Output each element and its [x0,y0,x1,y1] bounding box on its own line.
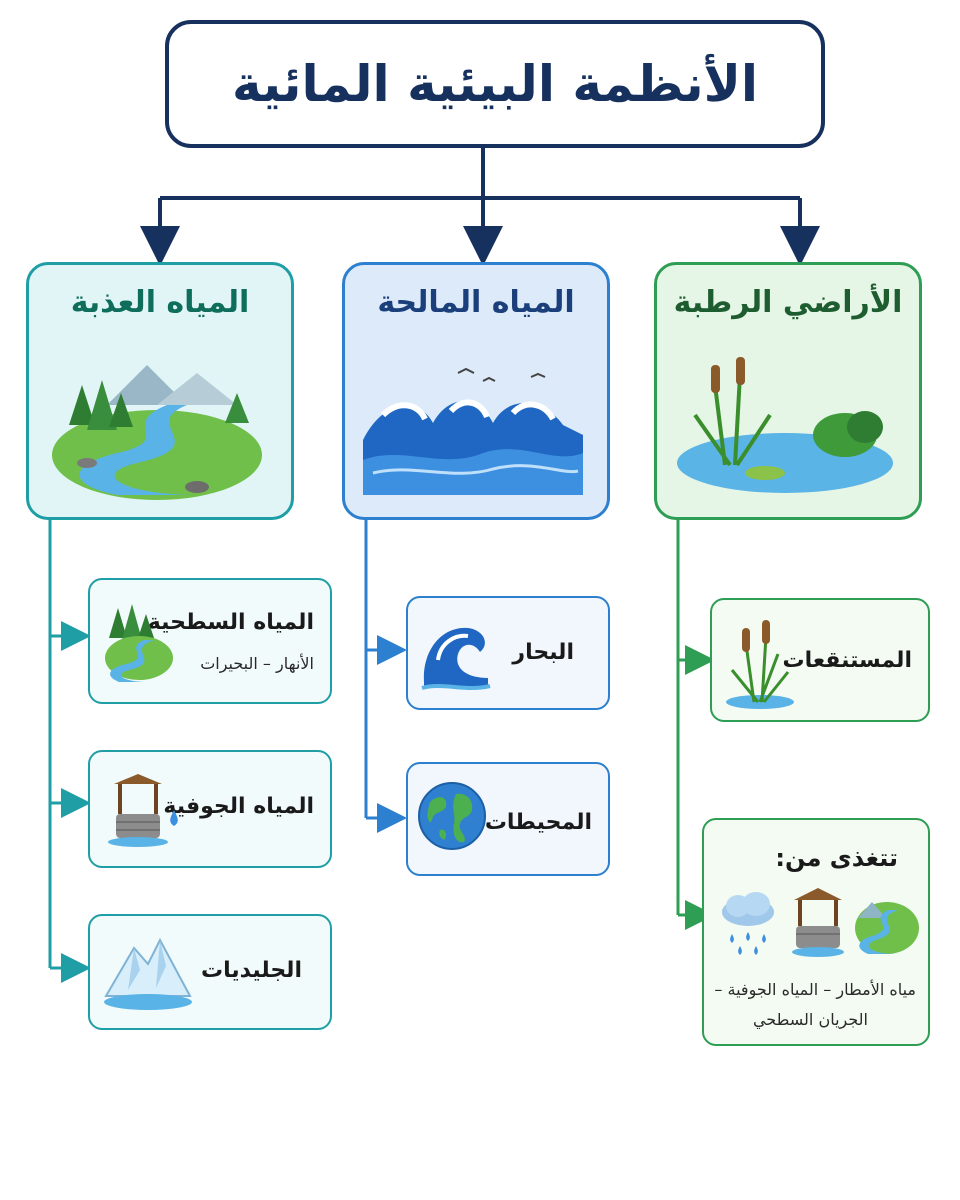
fresh-water-title: المياه العذبة [70,285,250,320]
wetlands-title: الأراضي الرطبة [673,285,903,320]
globe-icon [418,782,486,850]
reeds-icon [726,620,794,709]
swamps-label: المستنقعات [782,648,912,673]
well-icon [792,888,844,957]
seas-label: البحار [512,640,574,665]
sea-waves-icon [363,367,583,495]
fed-by-label: تتغذى من: [775,844,898,872]
wave-icon [421,627,491,690]
surface-water-sublabel: الأنهار – البحيرات [200,654,314,673]
groundwater-card: المياه الجوفية [88,750,332,868]
river-landscape-icon [52,365,262,500]
fed-by-sources-line2: الجريان السطحي [752,1010,868,1029]
salt-water-card: المياه المالحة [342,262,610,520]
fresh-water-card: المياه العذبة [26,262,294,520]
glaciers-label: الجليديات [201,958,302,983]
swamps-card: المستنقعات [710,598,930,722]
glaciers-card: الجليديات [88,914,332,1030]
salt-branch-lines [364,520,407,833]
oceans-card: المحيطات [406,762,610,876]
fed-by-card: تتغذى من: مياه الأمطار – المياه الجوفية … [702,818,930,1046]
well-icon [108,774,178,847]
rain-icon [722,892,774,955]
oceans-label: المحيطات [484,810,592,835]
title-box: الأنظمة البيئية المائية [165,20,825,148]
fresh-branch-lines [48,520,91,983]
title-branch-lines [140,148,820,266]
groundwater-label: المياه الجوفية [163,794,314,819]
wetlands-card: الأراضي الرطبة [654,262,922,520]
seas-card: البحار [406,596,610,710]
river-icon [855,902,919,954]
marsh-reeds-icon [677,357,893,493]
salt-water-title: المياه المالحة [377,285,575,320]
glacier-icon [104,937,192,1010]
surface-water-label: المياه السطحية [147,610,314,635]
fed-by-sources-line1: مياه الأمطار – المياه الجوفية – [714,980,916,999]
surface-water-card: المياه السطحية الأنهار – البحيرات [88,578,332,704]
river-icon [105,604,173,682]
diagram-title: الأنظمة البيئية المائية [231,55,759,113]
wet-branch-lines [676,520,715,930]
